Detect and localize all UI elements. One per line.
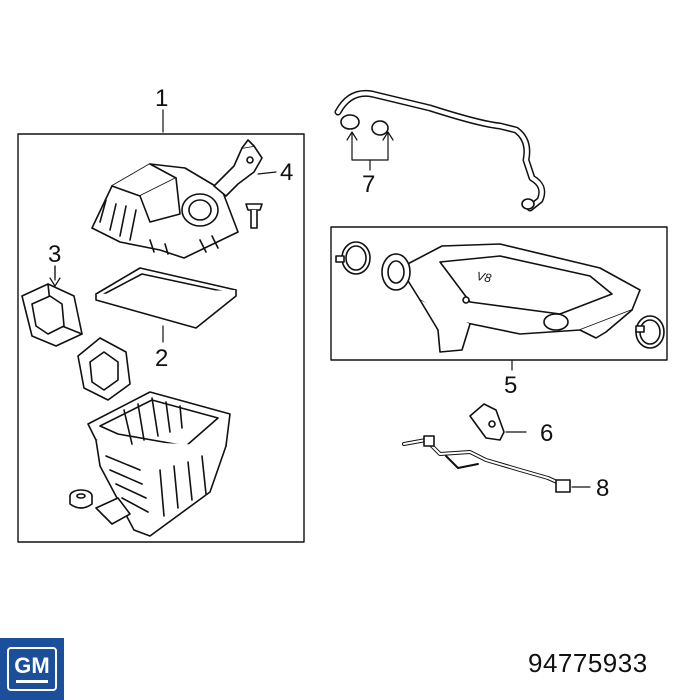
gm-logo: GM — [0, 638, 64, 700]
callout-2: 2 — [155, 345, 168, 372]
svg-text:V8: V8 — [475, 269, 492, 285]
callout-4: 4 — [280, 159, 293, 186]
callout-5: 5 — [504, 372, 517, 399]
screw — [245, 203, 263, 229]
gm-logo-underline — [16, 680, 48, 683]
bracket-part-6 — [469, 403, 527, 441]
duct-adapter — [77, 337, 131, 401]
callout-6: 6 — [540, 420, 553, 447]
breather-hose-part-7 — [334, 89, 546, 212]
gm-logo-text: GM — [14, 653, 50, 678]
air-filter-part-2 — [95, 267, 237, 343]
part-number: 94775933 — [528, 648, 648, 678]
hose-clamp-left — [335, 241, 371, 275]
duct-part-3 — [21, 265, 83, 347]
callout-7: 7 — [362, 171, 375, 198]
air-cleaner-lower-housing — [87, 391, 231, 537]
hose-clamp-right — [635, 315, 665, 349]
air-cleaner-cover — [91, 163, 239, 259]
assembly-box-left — [17, 133, 305, 543]
callout-1: 1 — [155, 85, 168, 112]
engine-air-cover-part-5: V8 — [381, 243, 641, 353]
wire-harness-part-8 — [402, 435, 591, 493]
callout-8: 8 — [596, 475, 609, 502]
assembly-box-right — [330, 226, 668, 361]
grommet — [69, 489, 93, 509]
bracket-part-4 — [213, 139, 277, 197]
callout-3: 3 — [48, 241, 61, 268]
gm-logo-badge: GM — [7, 647, 57, 691]
